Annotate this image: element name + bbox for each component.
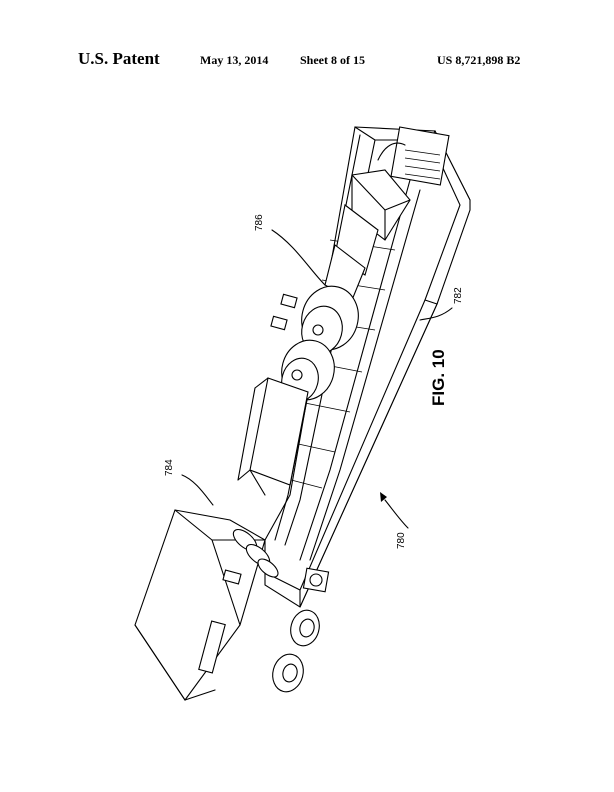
leader-784: [181, 474, 214, 506]
label-786: 786: [254, 214, 265, 231]
long-enclosure: [237, 377, 309, 496]
arrowhead-780: [380, 492, 387, 502]
patent-title: U.S. Patent: [78, 49, 160, 68]
storage-tanks: [270, 285, 359, 403]
label-780: 780: [396, 532, 407, 549]
leader-780: [384, 499, 409, 529]
label-782: 782: [453, 287, 464, 304]
patent-date: May 13, 2014: [200, 53, 269, 67]
leader-782: [419, 307, 453, 321]
tractor-cab: [134, 509, 279, 701]
sheet-number: Sheet 8 of 15: [300, 53, 365, 67]
leader-786: [271, 229, 326, 286]
equipment-boxes: [324, 169, 411, 301]
patent-number: US 8,721,898 B2: [437, 53, 521, 67]
wheels: [272, 567, 330, 693]
label-784: 784: [164, 459, 175, 476]
figure-caption: FIG. 10: [429, 349, 448, 406]
